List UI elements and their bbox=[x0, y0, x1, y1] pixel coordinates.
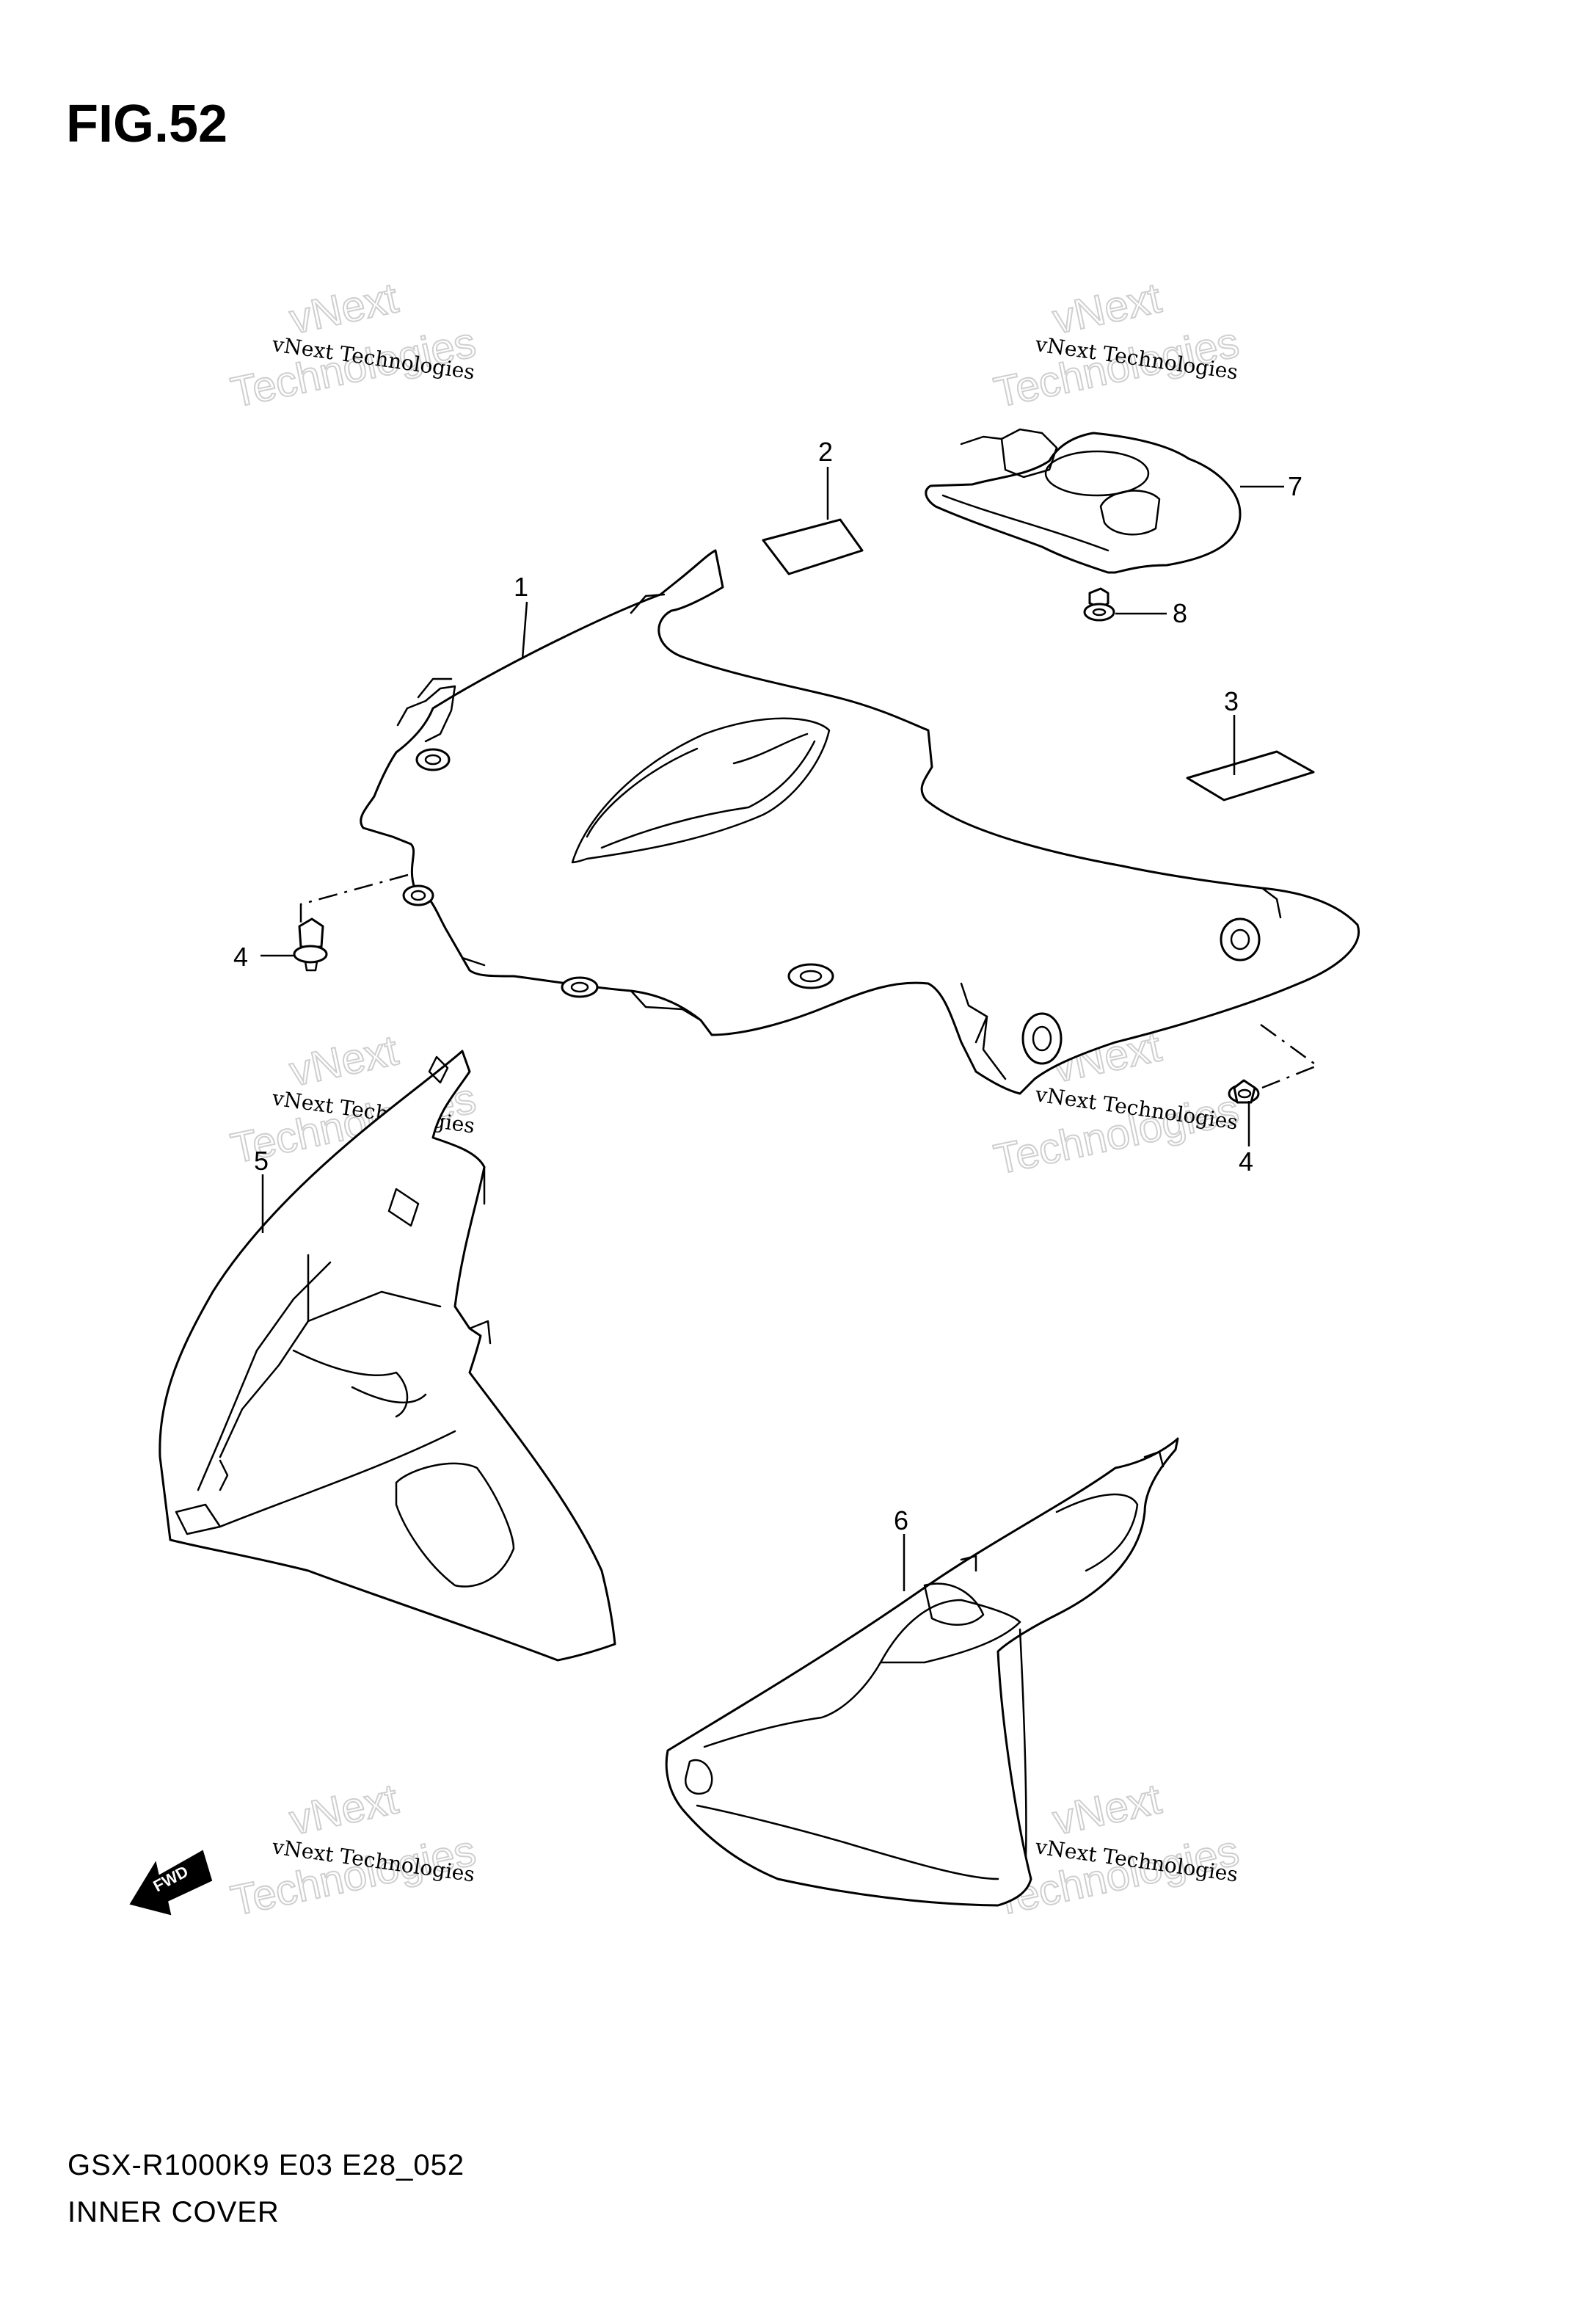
watermark-bottom-left: vNext Technologies vNext Technologies bbox=[226, 1774, 481, 1925]
svg-text:vNext: vNext bbox=[285, 274, 402, 343]
svg-text:vNext: vNext bbox=[1049, 274, 1165, 343]
part-4-clip-right[interactable] bbox=[1228, 1079, 1260, 1104]
callout-5: 5 bbox=[254, 1146, 269, 1176]
callout-4-left: 4 bbox=[233, 942, 248, 972]
callout-6: 6 bbox=[894, 1505, 908, 1535]
callout-7: 7 bbox=[1288, 471, 1302, 501]
part-1-inner-cover[interactable] bbox=[360, 549, 1360, 1095]
part-5-left-inner-panel[interactable] bbox=[158, 1050, 616, 1662]
callout-2: 2 bbox=[818, 437, 833, 467]
part-4-clip-left[interactable] bbox=[293, 917, 328, 972]
svg-text:vNext: vNext bbox=[285, 1775, 402, 1844]
svg-text:vNext: vNext bbox=[1049, 1775, 1165, 1844]
watermark-top-right: vNext Technologies vNext Technologies bbox=[989, 273, 1244, 417]
callout-4-right: 4 bbox=[1239, 1146, 1253, 1177]
part-2-pad[interactable] bbox=[762, 518, 864, 575]
callout-3: 3 bbox=[1224, 686, 1239, 716]
callout-8: 8 bbox=[1173, 598, 1187, 628]
watermark-bottom-right: vNext Technologies vNext Technologies bbox=[989, 1774, 1244, 1925]
fwd-direction-icon: FWD bbox=[129, 1850, 213, 1916]
callout-1: 1 bbox=[514, 572, 528, 602]
model-code: GSX-R1000K9 E03 E28_052 bbox=[68, 2149, 465, 2181]
callout-labels: 2 1 3 7 8 4 4 5 6 bbox=[233, 437, 1302, 1535]
part-8-screw[interactable] bbox=[1083, 587, 1115, 622]
figure-title: FIG.52 bbox=[66, 95, 228, 153]
part-6-right-inner-panel[interactable] bbox=[665, 1437, 1179, 1907]
part-3-pad[interactable] bbox=[1186, 750, 1315, 801]
leader-lines bbox=[260, 467, 1319, 1591]
svg-text:vNext: vNext bbox=[285, 1026, 402, 1095]
part-7-bracket-cover[interactable] bbox=[925, 428, 1242, 574]
watermark-top-left: vNext Technologies vNext Technologies bbox=[226, 273, 481, 417]
section-name: INNER COVER bbox=[68, 2196, 280, 2228]
